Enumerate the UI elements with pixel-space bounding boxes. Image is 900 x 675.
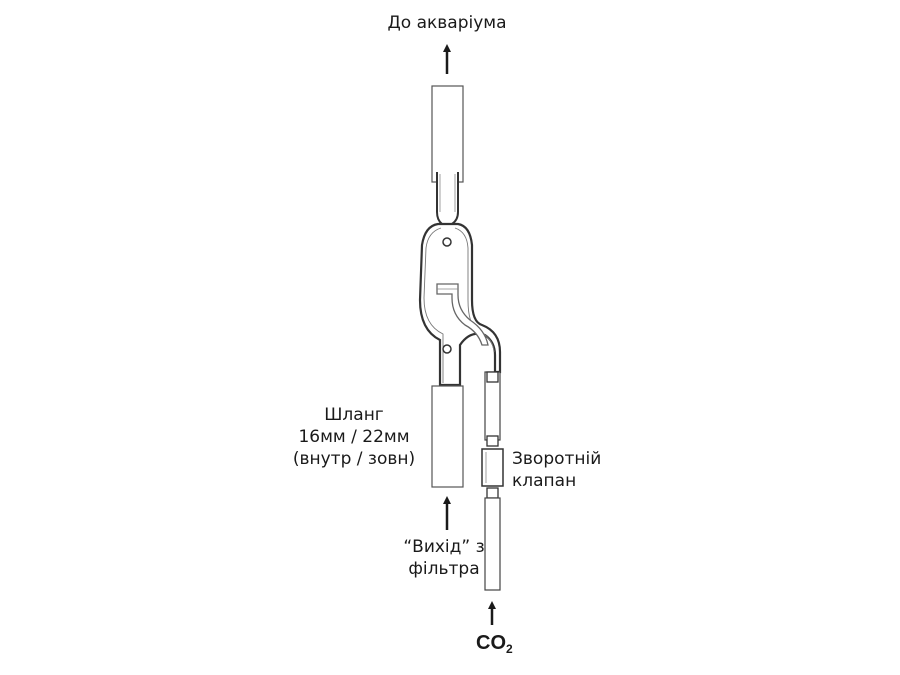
label-hose-line1: Шланг	[324, 405, 384, 425]
label-filter-output-line1: “Вихід” з	[403, 537, 485, 557]
label-co2-sub: 2	[506, 642, 513, 656]
label-filter-output: “Вихід” з фільтра	[384, 536, 504, 580]
label-to-aquarium: До акваріума	[387, 13, 507, 33]
label-hose-size: Шланг 16мм / 22мм (внутр / зовн)	[282, 404, 426, 470]
label-filter-output-line2: фільтра	[408, 559, 480, 579]
bottom-hose	[431, 385, 464, 488]
reactor-top-hole	[442, 237, 452, 247]
label-hose-line2: 16мм / 22мм	[298, 427, 410, 447]
label-check-valve-line2: клапан	[512, 471, 577, 491]
internal-tube	[436, 283, 489, 346]
label-co2: CO2	[476, 632, 513, 656]
reactor-bottom-hole	[442, 344, 452, 354]
check-valve	[481, 448, 504, 487]
label-co2-main: CO	[476, 632, 506, 654]
label-check-valve-line1: Зворотній	[512, 449, 602, 469]
top-hose	[431, 85, 464, 183]
co2-tube-lower	[484, 497, 501, 591]
label-check-valve: Зворотній клапан	[512, 448, 601, 492]
label-hose-line3: (внутр / зовн)	[292, 449, 416, 469]
